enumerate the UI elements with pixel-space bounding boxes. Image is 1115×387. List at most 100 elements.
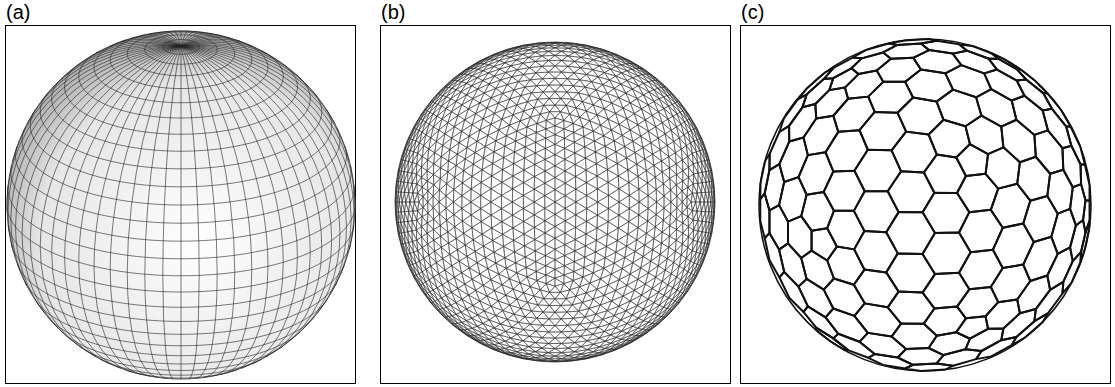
- grid-triangle: [422, 167, 428, 177]
- grid-triangle: [545, 190, 555, 202]
- grid-triangle: [523, 195, 534, 208]
- grid-triangle: [525, 147, 536, 158]
- grid-triangle: [535, 60, 548, 66]
- grid-triangle: [523, 202, 534, 215]
- grid-triangle: [555, 60, 568, 66]
- grid-triangle: [712, 212, 714, 223]
- grid-triangle: [573, 311, 585, 318]
- grid-triangle: [542, 72, 555, 79]
- grid-triangle: [564, 138, 574, 148]
- grid-triangle: [526, 127, 536, 136]
- grid-triangle: [649, 92, 659, 102]
- grid-triangle: [691, 276, 697, 286]
- grid-triangle: [671, 302, 678, 310]
- grid-triangle: [565, 196, 576, 209]
- grid-triangle: [482, 164, 493, 176]
- grid-triangle: [482, 158, 493, 170]
- grid-triangle: [452, 324, 459, 329]
- grid-triangle: [462, 176, 471, 189]
- grid-triangle: [713, 212, 714, 223]
- grid-triangle: [576, 189, 587, 202]
- grid-triangle: [605, 343, 616, 348]
- grid-triangle: [511, 63, 523, 70]
- grid-triangle: [506, 353, 517, 356]
- grid-triangle: [491, 93, 503, 103]
- grid-triangle: [440, 172, 447, 184]
- grid-triangle: [439, 190, 446, 202]
- grid-triangle: [658, 259, 667, 270]
- grid-triangle: [395, 181, 396, 192]
- grid-triangle: [616, 108, 627, 119]
- grid-triangle: [561, 72, 574, 79]
- grid-triangle: [549, 326, 562, 332]
- grid-triangle: [677, 295, 684, 304]
- grid-triangle: [627, 78, 638, 86]
- grid-triangle: [408, 173, 412, 183]
- grid-triangle: [472, 222, 482, 235]
- grid-triangle: [586, 105, 597, 115]
- grid-triangle: [567, 92, 579, 99]
- grid-triangle: [576, 183, 587, 196]
- grid-triangle: [555, 202, 565, 214]
- grid-triangle: [517, 267, 527, 276]
- grid-triangle: [505, 347, 517, 352]
- grid-triangle: [696, 202, 700, 211]
- grid-triangle: [593, 125, 603, 136]
- grid-triangle: [555, 85, 567, 92]
- grid-triangle: [664, 288, 673, 298]
- grid-triangle: [408, 221, 412, 231]
- grid-triangle: [458, 109, 469, 120]
- grid-triangle: [693, 230, 698, 240]
- grid-triangle: [507, 77, 518, 85]
- grid-triangle: [700, 202, 704, 211]
- grid-triangle: [565, 189, 576, 202]
- grid-triangle: [567, 86, 579, 93]
- grid-triangle: [409, 265, 414, 276]
- grid-triangle: [691, 202, 696, 211]
- grid-triangle: [412, 163, 417, 174]
- grid-triangle: [669, 226, 676, 237]
- grid-triangle: [481, 195, 491, 208]
- grid-triangle: [485, 252, 495, 263]
- grid-triangle: [427, 175, 433, 185]
- sphere-outline: [395, 42, 715, 362]
- grid-triangle: [590, 115, 601, 125]
- grid-triangle: [608, 280, 619, 291]
- grid-triangle: [398, 159, 401, 170]
- grid-triangle: [587, 352, 599, 356]
- grid-triangle: [561, 318, 573, 325]
- grid-triangle: [561, 66, 574, 73]
- grid-triangle: [537, 85, 549, 92]
- grid-triangle: [545, 171, 555, 183]
- grid-triangle: [534, 171, 545, 183]
- grid-triangle: [526, 262, 536, 272]
- grid-triangle: [409, 128, 414, 138]
- grid-triangle: [462, 221, 471, 233]
- grid-triangle: [564, 262, 574, 272]
- grid-triangle: [451, 90, 461, 99]
- grid-triangle: [491, 88, 503, 97]
- grid-triangle: [504, 240, 515, 252]
- grid-triangle: [544, 105, 555, 112]
- grid-triangle: [535, 240, 545, 251]
- grid-triangle: [408, 221, 412, 231]
- grid-triangle: [542, 332, 555, 338]
- grid-triangle: [677, 269, 685, 280]
- grid-triangle: [413, 118, 419, 128]
- grid-triangle: [503, 85, 514, 94]
- grid-triangle: [555, 233, 565, 245]
- grid-triangle: [481, 189, 491, 202]
- grid-triangle: [535, 245, 545, 256]
- grid-triangle: [633, 78, 644, 86]
- grid-triangle: [462, 171, 471, 183]
- grid-triangle: [548, 353, 561, 357]
- grid-triangle: [603, 80, 614, 88]
- grid-triangle: [682, 237, 688, 248]
- grid-triangle: [517, 341, 529, 347]
- grid-triangle: [472, 228, 482, 240]
- grid-triangle: [545, 178, 555, 190]
- grid-triangle: [536, 266, 546, 275]
- grid-triangle: [658, 109, 668, 120]
- grid-triangle: [671, 303, 678, 311]
- grid-triangle: [513, 209, 524, 222]
